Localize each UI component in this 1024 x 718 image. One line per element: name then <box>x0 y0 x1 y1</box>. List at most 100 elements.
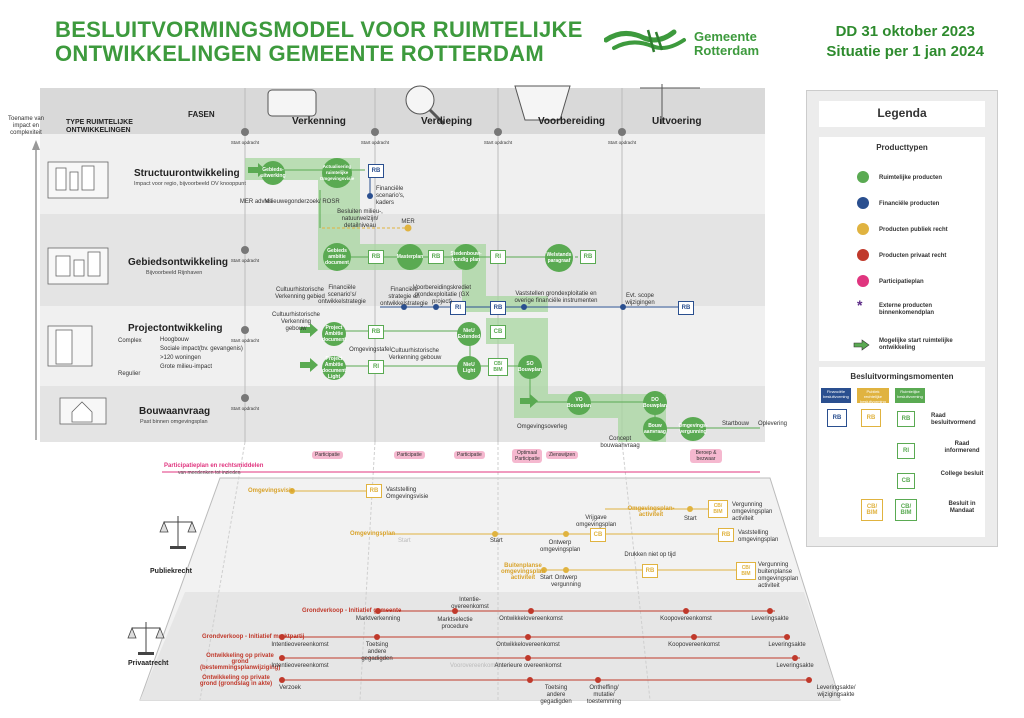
label-cultuurhist-gebouw: Cultuurhistorische Verkenning gebouw <box>388 348 442 361</box>
rotterdam-logo-icon <box>604 29 686 53</box>
label-start: Start <box>398 538 411 544</box>
label-besluiten-milieu: Besluiten milieu-, natuurwelzijn/ detail… <box>337 209 383 229</box>
label-vaststelling-visie: Vaststelling Omgevingsvisie <box>386 487 429 500</box>
legend-panel: Legenda Producttypen Ruimtelijke product… <box>806 90 998 547</box>
label-omgevingsoverleg: Omgevingsoverleg <box>516 424 568 430</box>
label-start: Start <box>540 575 553 581</box>
date-line-2: Situatie per 1 jan 2024 <box>826 43 984 60</box>
label-financiele-scenarios: Financiële scenario's, kaders <box>376 186 405 206</box>
node-stedenbouw: Stedenbouw-kundig plan <box>450 244 482 270</box>
project-item: >120 woningen <box>160 355 201 361</box>
row-bouwaanvraag: Bouwaanvraag <box>139 406 211 417</box>
legend-cb-label: College besluit <box>940 471 984 477</box>
label-omgevingsplan: Omgevingsplan <box>350 531 396 537</box>
legend-box-rb-yellow: RB <box>861 409 881 427</box>
node-nieu-extended: NieU Extended <box>457 322 481 346</box>
project-item: Grote milieu-impact <box>160 364 213 370</box>
label-gv-markt: Grondverkoop - Initiatief marktpartij <box>202 634 305 640</box>
label-ontwerp-plan: Ontwerp omgevingsplan <box>540 540 581 553</box>
legend-item: Ruimtelijke producten <box>879 175 943 181</box>
label-koop: Koopovereenkomst <box>668 642 720 648</box>
label-mer: MER <box>401 219 415 225</box>
legend-item: Producten privaat recht <box>879 253 947 259</box>
label-fin-strategie: Financiële strategie en ontwikkelstrateg… <box>380 287 428 307</box>
legend-item: Externe producten binnenkomendplan <box>879 303 935 316</box>
decision-box-rb: RB <box>642 564 658 578</box>
chip-publiek: Publiek rechtelijke besluitvorming <box>857 388 889 404</box>
logo-text: Gemeente Rotterdam <box>694 30 759 58</box>
legend-dot-green <box>857 171 869 183</box>
row-structuur-sub: Impact voor regio, bijvoorbeeld OV knoop… <box>134 181 246 187</box>
decision-box-ri: RI <box>368 360 384 374</box>
phase-uitvoering: Uitvoering <box>652 116 702 127</box>
legend-producttypen: Producttypen <box>876 143 928 152</box>
decision-box-rb: RB <box>368 250 384 264</box>
decision-box-ri: RI <box>450 301 466 315</box>
title-line-2: ONTWIKKELINGEN GEMEENTE ROTTERDAM <box>55 41 545 66</box>
pink-tag-participatie: Participatie <box>394 451 425 459</box>
legend-dot-pink <box>857 275 869 287</box>
legend-box-rb-green: RB <box>897 411 915 427</box>
node-project-ambitie: Project Ambitie document <box>322 322 346 346</box>
title-line-1: BESLUITVORMINGSMODEL VOOR RUIMTELIJKE <box>55 17 583 42</box>
label-vergunning-act: Vergunning omgevingsplan activiteit <box>732 502 773 522</box>
label-vaststelling-plan: Vaststelling omgevingsplan <box>738 530 779 543</box>
label-ow-grond: Ontwikkeling op private grond (grondslag… <box>199 675 273 687</box>
decision-box-cbbim: CB/ BIM <box>708 500 728 518</box>
legend-box-cbbim-yellow: CB/ BIM <box>861 499 883 521</box>
decision-box-cb: CB <box>590 528 606 542</box>
row-bouw-sub: Past binnen omgevingsplan <box>140 419 208 425</box>
decision-box-cb: CB <box>490 325 506 339</box>
label-buitenplanse: Buitenplanse omgevingsplan activiteit <box>500 563 545 581</box>
label-ontheffing: Ontheffing/ mutatie/ toestemming <box>586 685 622 705</box>
label-ontwerp-vergunning: Ontwerp vergunning <box>551 575 581 588</box>
label-marktselectie: Marktselectie procedure <box>437 617 473 630</box>
legend-dot-blue <box>857 197 869 209</box>
pink-tag-participatie: Participatie <box>312 451 343 459</box>
row-projectontwikkeling: Projectontwikkeling <box>128 323 223 334</box>
node-omgevingsvergunning: Omgevings-vergunning <box>679 417 707 441</box>
decision-box-rb: RB <box>366 484 382 498</box>
label-mer-advies: MER advies <box>239 199 273 205</box>
label-intentie: Intentieovereenkomst <box>271 663 329 669</box>
phase-verdieping: Verdieping <box>421 116 473 127</box>
label-cultuurhist-gebouw: Cultuurhistorische Verkenning gebouw <box>272 312 321 332</box>
label-levering: Leveringsakte <box>776 663 814 669</box>
node-bouwaanvraag: Bouw aanvraag <box>643 417 667 441</box>
fasen-header: FASEN <box>188 110 215 119</box>
scale-icon <box>159 516 197 549</box>
legend-box-ri: RI <box>897 443 915 459</box>
participatie-header: Participatieplan en rechtsmiddelen <box>164 463 264 469</box>
type-header: TYPE RUIMTELIJKE ONTWIKKELINGEN <box>66 119 133 134</box>
label-start: Start <box>684 516 697 522</box>
legend-item: Financiële producten <box>879 201 940 207</box>
node-project-ambitie-light: Project Ambitie document Light <box>322 356 346 380</box>
publiekrecht-label: Publiekrecht <box>150 568 193 575</box>
pink-tag-zienswijzen: Zienswijzen <box>546 451 579 459</box>
start-opdracht-label: Start opdracht <box>230 406 260 411</box>
decision-box-rb: RB <box>428 250 444 264</box>
date-block: DD 31 oktober 2023 Situatie per 1 jan 20… <box>826 22 984 62</box>
pink-tag-beroep: Beroep & bezwaar <box>690 449 722 463</box>
row-gebiedsontwikkeling: Gebiedsontwikkeling <box>128 257 229 268</box>
complex-label: Complex <box>118 338 142 344</box>
legend-box-cbbim-green: CB/ BIM <box>895 499 917 521</box>
logo-line-2: Rotterdam <box>694 43 760 58</box>
start-opdracht-label: Start opdracht <box>230 258 260 263</box>
label-verzoek: Verzoek <box>279 685 301 691</box>
label-activiteit: Omgevingsplan-activiteit <box>627 506 675 518</box>
label-drukken: Drukken niet op tijd <box>624 552 676 558</box>
participatie-sub: van meedenken tot inzieden <box>178 470 241 476</box>
legend-dot-red <box>857 249 869 261</box>
start-arrow-icon <box>853 339 870 351</box>
decision-box-rb: RB <box>368 164 384 178</box>
label-ontwikkel: Ontwikkelovereenkomst <box>496 642 560 648</box>
label-levering: Leveringsakte <box>751 616 789 622</box>
label-omgevingsvisie: Omgevingsvisie <box>248 488 295 494</box>
chip-ruimtelijk: Ruimtelijke besluitvorming <box>895 388 925 403</box>
project-item: Hoogbouw <box>160 337 189 343</box>
legend-dot-yellow <box>857 223 869 235</box>
phase-verkenning: Verkenning <box>292 116 346 127</box>
page-title: BESLUITVORMINGSMODEL VOOR RUIMTELIJKE ON… <box>55 18 583 66</box>
